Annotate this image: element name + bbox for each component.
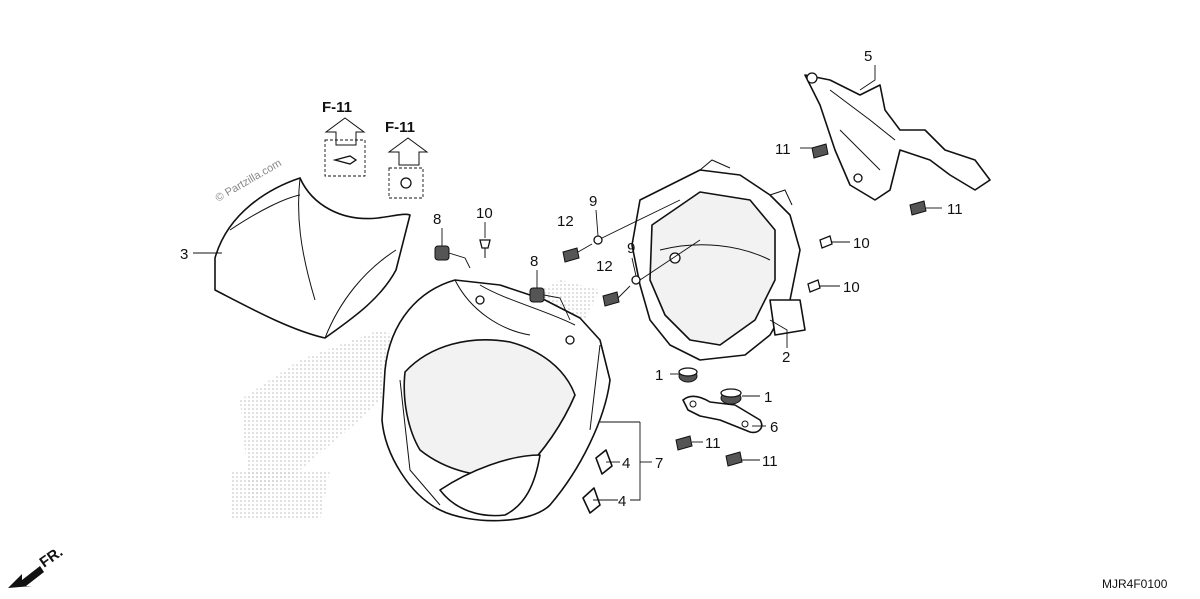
part-upper-stay bbox=[804, 72, 991, 201]
callout-1-a: 1 bbox=[655, 367, 663, 384]
part-headlight bbox=[631, 159, 806, 361]
callout-5: 5 bbox=[864, 48, 872, 65]
front-direction-indicator: FR. bbox=[8, 543, 66, 588]
callout-10-c: 10 bbox=[476, 205, 493, 222]
callout-11-d: 11 bbox=[762, 453, 778, 470]
part-strips bbox=[582, 449, 613, 514]
callout-12-b: 12 bbox=[596, 258, 613, 275]
callout-6: 6 bbox=[770, 419, 778, 436]
front-label: FR. bbox=[37, 543, 67, 571]
callout-2: 2 bbox=[782, 349, 790, 366]
callout-9-b: 9 bbox=[627, 240, 635, 257]
callout-11-b: 11 bbox=[947, 201, 963, 218]
callout-8-b: 8 bbox=[530, 253, 538, 270]
diagram-code: MJR4F0100 bbox=[1102, 577, 1168, 591]
ref-label-f11-left: F-11 bbox=[322, 99, 352, 116]
part-lower-bracket bbox=[682, 395, 763, 434]
part-front-cowl bbox=[381, 279, 611, 522]
ref-label-f11-right: F-11 bbox=[385, 119, 415, 136]
callout-11-c: 11 bbox=[705, 435, 721, 452]
callout-3: 3 bbox=[180, 246, 188, 263]
ref-f11-left: F-11 bbox=[322, 99, 366, 177]
callout-8-a: 8 bbox=[433, 211, 441, 228]
ref-f11-right: F-11 bbox=[385, 119, 429, 199]
part-windscreen-cowl bbox=[214, 177, 411, 339]
callouts: 3 5 11 11 10 10 2 1 1 6 11 11 4 7 4 8 10… bbox=[180, 48, 963, 510]
callout-4-b: 4 bbox=[618, 493, 626, 510]
callout-7: 7 bbox=[655, 455, 663, 472]
callout-12-a: 12 bbox=[557, 213, 574, 230]
callout-10-b: 10 bbox=[843, 279, 860, 296]
front-arrow-icon bbox=[8, 566, 44, 588]
callout-4-a: 4 bbox=[622, 455, 630, 472]
callout-9-a: 9 bbox=[589, 193, 597, 210]
leader-lines bbox=[193, 65, 942, 501]
hardware bbox=[434, 143, 927, 467]
callout-11-a: 11 bbox=[775, 141, 791, 158]
callout-1-b: 1 bbox=[764, 389, 772, 406]
callout-10-a: 10 bbox=[853, 235, 870, 252]
